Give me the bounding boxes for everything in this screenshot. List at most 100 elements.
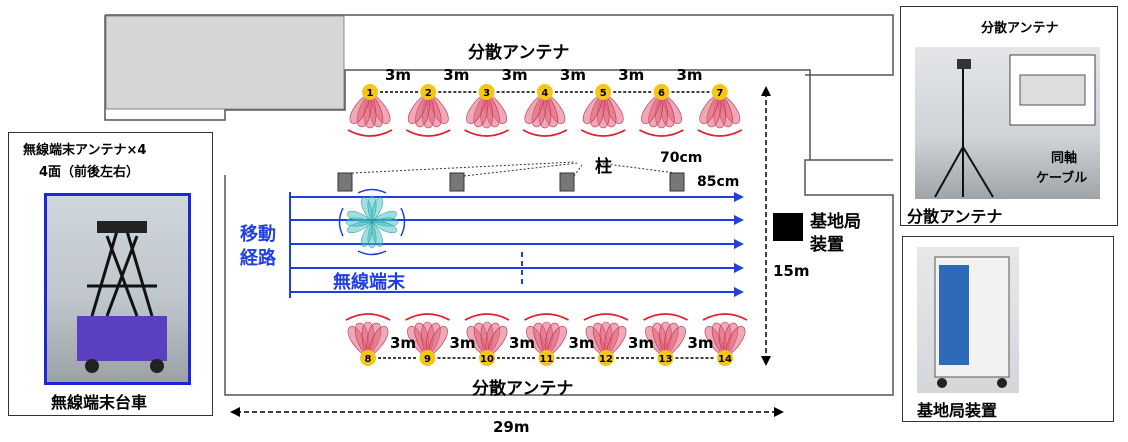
antenna-lobe bbox=[466, 91, 487, 124]
terminal-lobe bbox=[371, 197, 384, 223]
antenna-marker bbox=[595, 84, 612, 100]
antenna-illustration bbox=[934, 54, 1096, 198]
terminal-lobe bbox=[347, 210, 373, 223]
route-arrowhead bbox=[734, 263, 744, 273]
antenna-marker bbox=[362, 84, 378, 100]
antenna-lobe bbox=[427, 326, 448, 359]
antenna-photo-caption: 分散アンテナ bbox=[907, 207, 1003, 226]
antenna-photo bbox=[915, 47, 1100, 199]
antenna-top-label: 分散アンテナ bbox=[468, 43, 570, 63]
terminal-arc bbox=[357, 250, 387, 256]
antenna-bottom-label: 分散アンテナ bbox=[472, 379, 574, 399]
route-label-2: 経路 bbox=[240, 248, 276, 269]
base-station-photo bbox=[917, 247, 1019, 393]
antenna-marker bbox=[598, 350, 614, 366]
terminal-lobe bbox=[371, 221, 397, 234]
base-station-caption: 基地局装置 bbox=[917, 401, 998, 420]
spacing-label: 3m bbox=[509, 334, 536, 352]
pillar-label: 柱 bbox=[595, 157, 612, 177]
antenna-number: 12 bbox=[599, 354, 613, 365]
antenna-marker bbox=[717, 350, 733, 366]
antenna-lobe bbox=[486, 326, 508, 359]
antenna-marker bbox=[360, 350, 376, 366]
scan-arc bbox=[580, 129, 626, 137]
base-station-label-1: 基地局 bbox=[810, 212, 861, 232]
antenna-number: 13 bbox=[659, 354, 673, 365]
antenna-number: 8 bbox=[365, 354, 372, 365]
spacing-label: 3m bbox=[559, 66, 586, 84]
cart-photo bbox=[44, 193, 191, 385]
antenna-marker bbox=[711, 84, 728, 100]
antenna-number: 4 bbox=[541, 88, 548, 99]
building-outline bbox=[104, 14, 894, 396]
scan-arc bbox=[345, 313, 391, 321]
antenna-marker bbox=[478, 84, 495, 100]
antenna-number: 5 bbox=[600, 88, 607, 99]
cart-illustration bbox=[77, 221, 167, 373]
base-station-illustration bbox=[934, 256, 1010, 388]
antenna-lobe bbox=[665, 326, 686, 359]
cart-caption: 無線端末台車 bbox=[51, 393, 148, 412]
antenna-number: 9 bbox=[424, 354, 431, 365]
terminal-lobe bbox=[360, 221, 373, 247]
antenna-lobe bbox=[407, 91, 429, 124]
terminal-label: 無線端末 bbox=[333, 272, 405, 293]
antenna-lobe bbox=[724, 326, 746, 359]
spacing-label: 3m bbox=[568, 334, 595, 352]
scan-arc bbox=[639, 129, 684, 137]
antenna-marker bbox=[419, 350, 436, 366]
pillar-pointer-lines bbox=[351, 161, 677, 177]
antenna-number: 2 bbox=[425, 88, 432, 99]
terminal-arc bbox=[400, 207, 406, 237]
route-label-1: 移動 bbox=[240, 224, 276, 245]
antenna-number: 11 bbox=[540, 354, 554, 365]
cart-panel: 無線端末アンテナ×4 4面（前後左右） 無線端末台車 bbox=[8, 132, 213, 416]
gray-area bbox=[105, 15, 345, 110]
route-arrowhead bbox=[734, 215, 744, 225]
pillar-depth-label: 85cm bbox=[697, 174, 740, 190]
spacing-label: 3m bbox=[628, 334, 655, 352]
scan-arc bbox=[702, 313, 748, 321]
antenna-lobe bbox=[546, 326, 567, 359]
cable-label-2: ケーブル bbox=[1036, 171, 1088, 186]
spacing-label: 3m bbox=[501, 66, 528, 84]
antenna-lobe bbox=[641, 91, 662, 124]
antenna-marker bbox=[657, 350, 674, 366]
cart-title-2: 4面（前後左右） bbox=[39, 165, 140, 180]
antenna-marker bbox=[479, 350, 495, 366]
terminal-arc bbox=[357, 188, 387, 194]
scan-arc bbox=[697, 129, 743, 137]
antenna-lobe bbox=[605, 326, 627, 359]
route-arrowhead bbox=[734, 239, 744, 249]
spacing-label: 3m bbox=[676, 66, 703, 84]
route-arrowhead bbox=[734, 287, 744, 297]
scan-arc bbox=[464, 313, 510, 321]
route-arrowhead bbox=[734, 192, 744, 202]
base-station-box bbox=[773, 213, 803, 241]
scan-arc bbox=[405, 129, 451, 137]
antenna-lobe bbox=[349, 91, 371, 124]
antenna-marker bbox=[420, 84, 437, 100]
dimension-arrows bbox=[236, 92, 778, 413]
antenna-lobe bbox=[699, 91, 721, 124]
spacing-label: 3m bbox=[687, 334, 714, 352]
pillar-width-label: 70cm bbox=[660, 150, 703, 166]
spacing-label: 3m bbox=[449, 334, 476, 352]
scan-arc bbox=[522, 129, 568, 137]
antenna-number: 6 bbox=[658, 88, 665, 99]
antenna-number: 10 bbox=[480, 354, 494, 365]
antenna-marker bbox=[538, 350, 555, 366]
base-station-label-2: 装置 bbox=[810, 235, 844, 255]
pillars bbox=[337, 172, 685, 192]
terminal-arc bbox=[338, 207, 344, 237]
spacing-label: 3m bbox=[618, 66, 645, 84]
base-station-photo-panel: 基地局装置 bbox=[902, 236, 1114, 422]
antenna-photo-panel: 分散アンテナ 同軸 ケーブル 分散アンテナ bbox=[900, 6, 1118, 226]
spacing-label: 3m bbox=[385, 66, 412, 84]
antenna-photo-label: 分散アンテナ bbox=[981, 21, 1059, 36]
scan-arc bbox=[464, 129, 510, 137]
